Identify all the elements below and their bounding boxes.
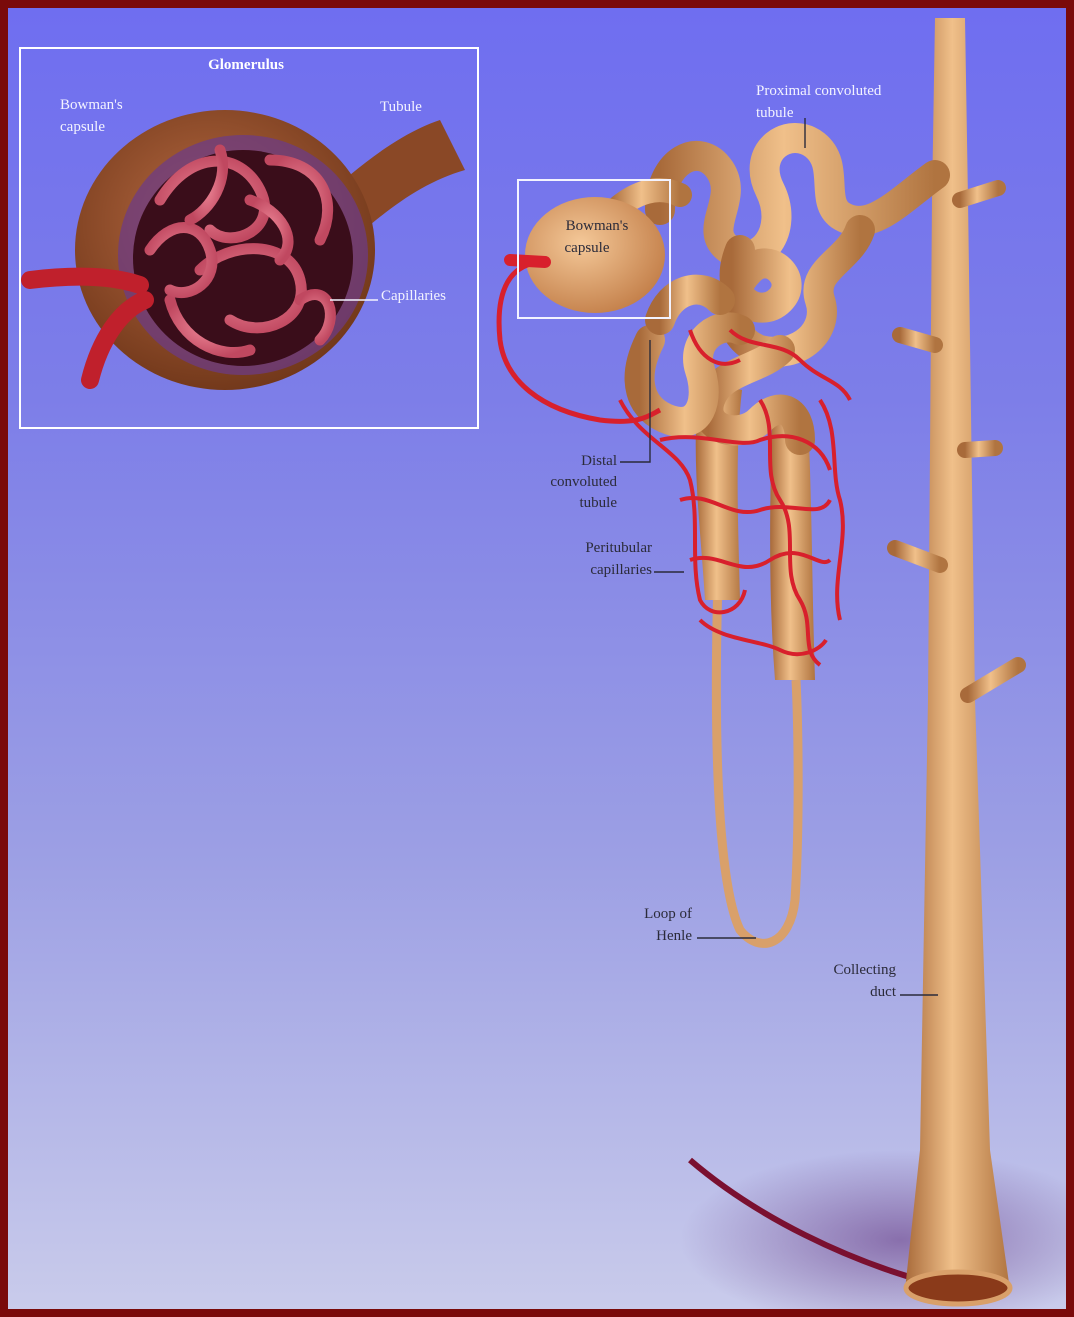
collecting-duct-opening (906, 1272, 1010, 1304)
inset-label-capillaries: Capillaries (381, 288, 446, 304)
label-peritubular-1: Peritubular (585, 540, 652, 556)
label-proximal-1: Proximal convoluted (756, 83, 882, 99)
label-proximal-2: tubule (756, 105, 794, 121)
nephron-main: Proximal convoluted tubule Bowman's caps… (499, 18, 1066, 1309)
label-distal-1: Distal (581, 453, 617, 469)
label-bowmans-1: Bowman's (566, 218, 629, 234)
label-collecting-1: Collecting (834, 962, 897, 978)
label-loop-2: Henle (656, 928, 692, 944)
vessel-stub (510, 260, 545, 262)
nephron-diagram: Glomerulus Bowman's capsule Tubule Capil… (8, 8, 1066, 1309)
label-peritubular-2: capillaries (590, 562, 652, 578)
inset-title: Glomerulus (208, 57, 284, 73)
label-loop-1: Loop of (644, 906, 692, 922)
label-distal-3: tubule (580, 495, 618, 511)
inset-label-bowmans-1: Bowman's (60, 97, 123, 113)
inset-label-bowmans-2: capsule (60, 119, 105, 135)
collecting-duct (905, 18, 1010, 1290)
label-distal-2: convoluted (550, 474, 617, 490)
inset-afferent-arteriole (30, 277, 140, 285)
label-bowmans-2: capsule (565, 240, 610, 256)
diagram-panel: Glomerulus Bowman's capsule Tubule Capil… (8, 8, 1066, 1309)
inset-label-tubule: Tubule (380, 99, 422, 115)
glomerulus-inset: Glomerulus Bowman's capsule Tubule Capil… (20, 48, 478, 428)
label-collecting-2: duct (870, 984, 897, 1000)
convoluted-tubules (640, 138, 935, 440)
